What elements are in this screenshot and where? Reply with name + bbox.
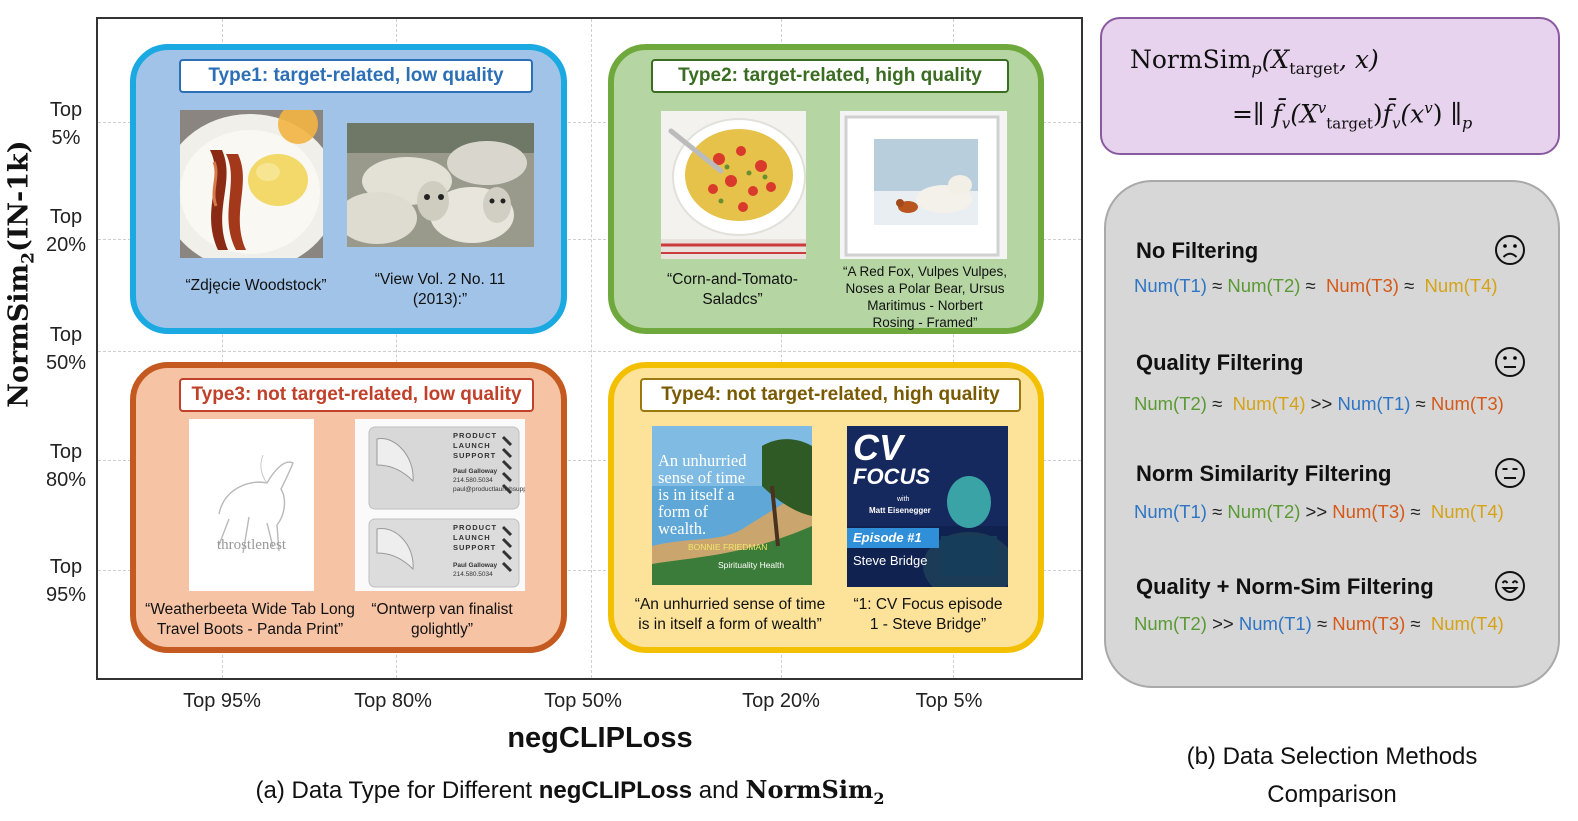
count-term-t3: Num(T3) bbox=[1325, 275, 1399, 296]
type1-caption-left: “Zdjęcie Woodstock” bbox=[185, 277, 327, 294]
sad-face-icon bbox=[1495, 235, 1525, 265]
count-term-t3: Num(T3) bbox=[1332, 613, 1406, 634]
sheep-image bbox=[347, 123, 534, 247]
method-norm-similarity-filtering: Norm Similarity Filtering bbox=[1136, 461, 1392, 486]
relation-operator: ≈ bbox=[1206, 501, 1228, 522]
method-no-filtering: No Filtering bbox=[1136, 238, 1259, 263]
method-row-1: Num(T1) ≈ Num(T2) ≈ Num(T3) ≈ Num(T4) bbox=[1134, 275, 1498, 297]
type3-title: Type3: not target-related, low quality bbox=[179, 378, 534, 412]
method-row-4: Num(T2) >> Num(T1) ≈ Num(T3) ≈ Num(T4) bbox=[1134, 613, 1504, 635]
type2-caption-left: “Corn-and-Tomato-Saladcs” bbox=[667, 271, 798, 308]
relation-operator: ≈ bbox=[1398, 275, 1425, 296]
method-row-3: Num(T1) ≈ Num(T2) >> Num(T3) ≈ Num(T4) bbox=[1134, 501, 1504, 523]
method-row-2: Num(T2) ≈ Num(T4) >> Num(T1) ≈ Num(T3) bbox=[1134, 393, 1504, 415]
method-quality-normsim-filtering: Quality + Norm-Sim Filtering bbox=[1136, 574, 1434, 599]
count-term-t1: Num(T1) bbox=[1134, 275, 1207, 296]
relation-operator: ≈ bbox=[1405, 613, 1431, 634]
x-axis-title: negCLIPLoss bbox=[507, 722, 693, 754]
relation-operator: >> bbox=[1300, 501, 1333, 522]
fox-polar-bear-framed-image bbox=[840, 111, 1007, 259]
x-tick-top80: Top 80% bbox=[354, 690, 432, 712]
x-tick-top20: Top 20% bbox=[742, 690, 820, 712]
relation-operator: ≈ bbox=[1311, 613, 1333, 634]
count-term-t4: Num(T4) bbox=[1430, 613, 1504, 634]
type1-title: Type1: target-related, low quality bbox=[179, 59, 533, 93]
count-term-t4: Num(T4) bbox=[1430, 501, 1504, 522]
neutral-face-icon bbox=[1495, 347, 1525, 377]
type2-title: Type2: target-related, high quality bbox=[651, 59, 1009, 93]
corn-tomato-salad-image bbox=[661, 111, 806, 259]
type1-caption-right: “View Vol. 2 No. 11(2013):” bbox=[374, 271, 506, 308]
x-tick-top50: Top 50% bbox=[544, 690, 622, 712]
y-axis-title: NormSim2(IN-1k) bbox=[3, 140, 39, 408]
relation-operator: ≈ bbox=[1405, 501, 1431, 522]
formula-line-2: =∥ f̄v(Xvtarget)f̄v(xv) ∥p bbox=[1232, 99, 1473, 133]
happy-face-icon bbox=[1495, 571, 1525, 601]
relation-operator: >> bbox=[1305, 393, 1338, 414]
expressionless-face-icon bbox=[1495, 458, 1525, 488]
horse-sketch-image: throstlenest bbox=[189, 419, 314, 591]
relation-operator: ≈ bbox=[1410, 393, 1431, 414]
count-term-t1: Num(T1) bbox=[1337, 393, 1411, 414]
methods-comparison-box: No Filtering Num(T1) ≈ Num(T2) ≈ Num(T3)… bbox=[1104, 180, 1560, 688]
count-term-t1: Num(T1) bbox=[1134, 501, 1207, 522]
throstlenest-watermark: throstlenest bbox=[216, 537, 287, 553]
count-term-t4: Num(T4) bbox=[1232, 393, 1306, 414]
caption-a: (a) Data Type for Different negCLIPLoss … bbox=[255, 775, 885, 808]
x-tick-top5: Top 5% bbox=[915, 690, 983, 712]
type4-title: Type4: not target-related, high quality bbox=[640, 378, 1021, 412]
count-term-t4: Num(T4) bbox=[1424, 275, 1498, 296]
relation-operator: ≈ bbox=[1300, 275, 1326, 296]
breakfast-plate-image bbox=[180, 110, 323, 258]
relation-operator: ≈ bbox=[1206, 275, 1228, 296]
cv-focus-podcast-image: CV FOCUS with Matt Eisenegger Episode #1… bbox=[847, 426, 1008, 587]
count-term-t2: Num(T2) bbox=[1134, 613, 1207, 634]
count-term-t1: Num(T1) bbox=[1238, 613, 1312, 634]
x-tick-top95: Top 95% bbox=[183, 690, 261, 712]
method-quality-filtering: Quality Filtering bbox=[1136, 350, 1304, 375]
type2-caption-right: “A Red Fox, Vulpes Vulpes,Noses a Polar … bbox=[842, 264, 1008, 330]
count-term-t3: Num(T3) bbox=[1332, 501, 1406, 522]
count-term-t3: Num(T3) bbox=[1430, 393, 1504, 414]
relation-operator: ≈ bbox=[1206, 393, 1233, 414]
formula-line-1: NormSimp(Xtarget, x) bbox=[1130, 45, 1379, 78]
normsim-formula-box: NormSimp(Xtarget, x) =∥ f̄v(Xvtarget)f̄v… bbox=[1100, 17, 1560, 155]
count-term-t2: Num(T2) bbox=[1227, 501, 1301, 522]
count-term-t2: Num(T2) bbox=[1227, 275, 1301, 296]
count-term-t2: Num(T2) bbox=[1134, 393, 1207, 414]
relation-operator: >> bbox=[1206, 613, 1239, 634]
quadrant-plot-frame bbox=[96, 17, 1083, 680]
